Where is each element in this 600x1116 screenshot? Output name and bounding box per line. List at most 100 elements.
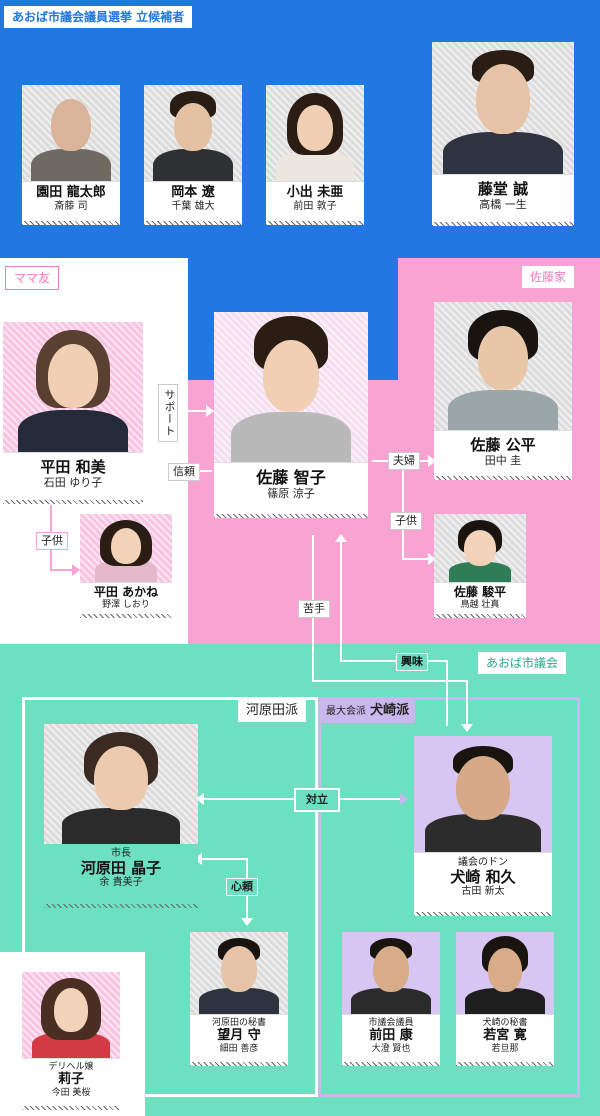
name-kawarada: 河原田 晶子 [80,859,162,877]
name-wakamiya: 若宮 寛 [483,1027,527,1043]
role-inuzaki: 議会のドン [458,857,508,868]
portrait-mochizuki [190,932,288,1018]
name-riko: 莉子 [57,1071,84,1087]
name-maeda: 前田 康 [369,1027,413,1043]
name-fujido: 藤堂 誠 [477,180,529,198]
inuzaki-faction-frame [318,697,580,1097]
name-hirata-akane: 平田 あかね [93,585,159,599]
confidant-head-left [194,853,202,865]
portrait-fujido [432,42,574,182]
interest-line-h [340,660,448,662]
portrait-maeda [342,932,440,1018]
confidant-head-down [241,918,253,926]
mama-friend-section-label: ママ友 [5,266,60,290]
inuzaki-faction-label: 最大会派 犬崎派 [320,700,416,723]
role-kawarada: 市長 [111,848,131,859]
portrait-sato-kohei [434,302,572,436]
actor-sato-shunpei: 鳥越 壮真 [460,599,500,610]
portrait-hirata-kazumi [3,322,143,460]
confidant-line-h [200,858,248,860]
role-mochizuki: 河原田の秘書 [211,1018,266,1028]
card-okamoto: 岡本 遼 千葉 雄大 [144,85,242,225]
actor-wakamiya: 若旦那 [491,1043,519,1054]
opposed-head-right [400,793,408,805]
name-inuzaki: 犬崎 和久 [450,868,516,886]
actor-riko: 今田 美桜 [51,1087,91,1098]
actor-hirata-akane: 野澤 しおり [102,599,150,610]
inuzaki-faction-prefix: 最大会派 [326,706,366,717]
portrait-sato-shunpei [434,514,526,584]
name-koide: 小出 未亜 [286,185,344,200]
portrait-kawarada [44,724,198,848]
name-hirata-kazumi: 平田 和美 [40,458,106,476]
name-mochizuki: 望月 守 [217,1027,261,1043]
opposed-tag: 対立 [294,788,340,812]
child-line-sato-v [402,462,404,560]
support-arrow-line [146,410,210,412]
confidant-tag: 心頼 [226,878,258,896]
council-section-label: あおば市議会 [478,652,567,674]
card-inuzaki: 議会のドン 犬崎 和久 古田 新太 [414,736,552,916]
opposed-head-left [196,793,204,805]
actor-sonoda: 斎藤 司 [54,200,88,212]
actor-kawarada: 余 貴美子 [99,877,143,889]
actor-okamoto: 千葉 雄大 [171,200,215,212]
name-okamoto: 岡本 遼 [171,185,215,200]
child-tag-sato: 子供 [390,512,422,530]
trust-arrow-head [144,465,152,477]
actor-sato-kohei: 田中 圭 [484,454,522,468]
sato-family-section-label: 佐藤家 [522,266,575,288]
interest-line-v2 [446,660,448,726]
name-sato-kohei: 佐藤 公平 [470,436,536,454]
card-hirata-akane: 平田 あかね 野澤 しおり [80,514,172,618]
name-sonoda: 園田 龍太郎 [36,185,106,200]
portrait-koide [266,85,364,191]
card-wakamiya: 犬崎の秘書 若宮 寛 若旦那 [456,932,554,1066]
portrait-wakamiya [456,932,554,1018]
role-maeda: 市議会議員 [368,1018,414,1028]
support-arrow-head [206,405,214,417]
portrait-inuzaki [414,736,552,856]
interest-tag: 興味 [396,653,428,671]
name-sato-tomoko: 佐藤 智子 [256,468,326,487]
weak-line-h [312,680,468,682]
child-line-hirata-h [50,569,74,571]
child-head-sato [428,553,436,565]
kawarada-faction-frame [22,697,318,1097]
actor-inuzaki: 古田 新太 [461,886,505,898]
couple-head-right [428,455,436,467]
card-hirata-kazumi: 平田 和美 石田 ゆり子 [3,322,143,504]
card-kawarada: 市長 河原田 晶子 余 貴美子 [44,724,198,908]
candidates-section-label: あおば市議会議員選挙 立候補者 [4,6,193,28]
actor-hirata-kazumi: 石田 ゆり子 [43,476,103,490]
actor-koide: 前田 敦子 [293,200,337,212]
role-riko: デリヘル嬢 [48,1062,94,1072]
child-line-sato-h [402,558,430,560]
actor-mochizuki: 細田 善彦 [219,1043,259,1054]
portrait-sato-tomoko [214,312,368,468]
card-koide: 小出 未亜 前田 敦子 [266,85,364,225]
weak-head [461,724,473,732]
weak-tag: 苦手 [298,600,330,618]
interest-line-v [340,540,342,662]
role-wakamiya: 犬崎の秘書 [482,1018,528,1028]
actor-fujido: 高橋 一生 [479,198,527,212]
portrait-riko [22,972,120,1062]
card-maeda: 市議会議員 前田 康 大澄 賢也 [342,932,440,1066]
card-mochizuki: 河原田の秘書 望月 守 細田 善彦 [190,932,288,1066]
child-head-hirata [72,564,80,576]
trust-tag: 信頼 [168,463,200,481]
portrait-hirata-akane [80,514,172,584]
actor-sato-tomoko: 篠原 涼子 [267,487,315,501]
card-sato-shunpei: 佐藤 駿平 鳥越 壮真 [434,514,526,618]
interest-head [335,534,347,542]
card-fujido: 藤堂 誠 高橋 一生 [432,42,574,226]
child-tag-hirata: 子供 [36,532,68,550]
weak-line-v2 [466,680,468,728]
support-tag: サポート [158,384,178,442]
portrait-sonoda [22,85,120,189]
card-sato-tomoko: 佐藤 智子 篠原 涼子 [214,312,368,518]
card-sato-kohei: 佐藤 公平 田中 圭 [434,302,572,480]
card-riko: デリヘル嬢 莉子 今田 美桜 [22,972,120,1110]
kawarada-faction-label: 河原田派 [238,700,307,722]
